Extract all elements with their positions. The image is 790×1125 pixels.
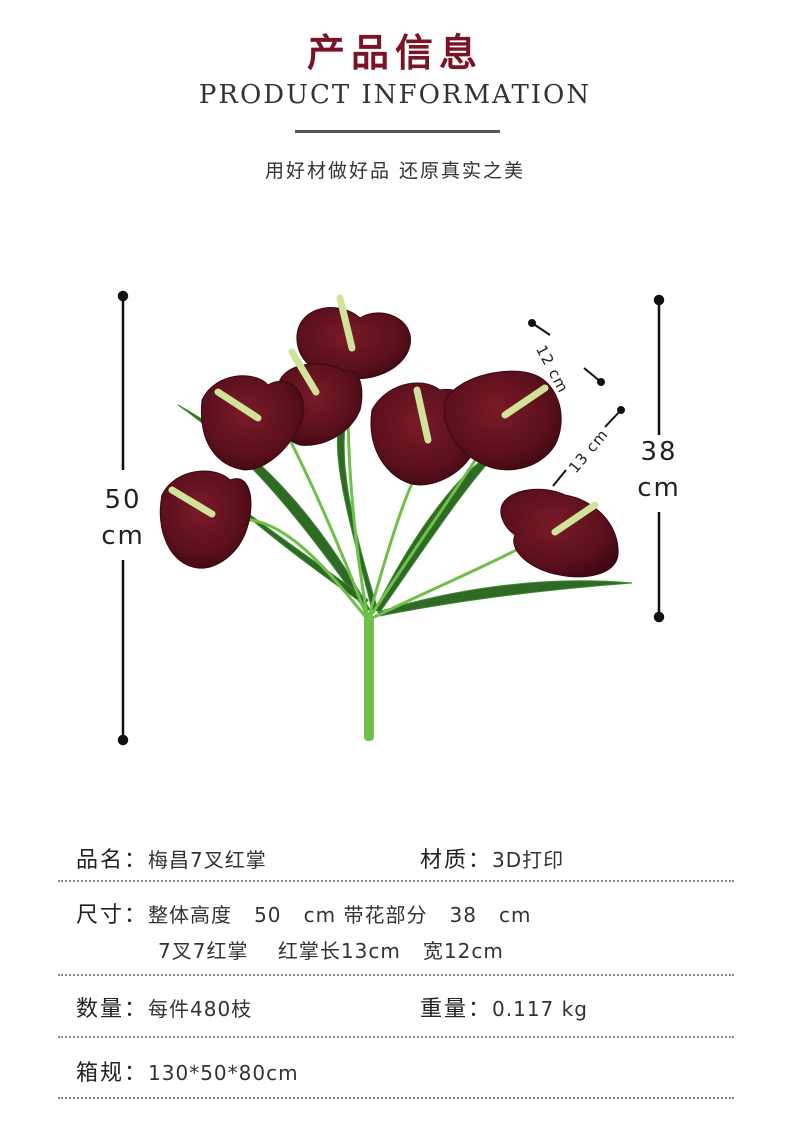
spec-size-line1: 整体高度 50 cm 带花部分 38 cm (148, 903, 532, 927)
flower-height-unit: cm (637, 473, 681, 503)
total-height-value: 50 (104, 485, 142, 515)
main-stem (364, 615, 374, 741)
divider (58, 1036, 734, 1038)
height-measure-line (117, 290, 129, 746)
spec-size: 尺寸：整体高度 50 cm 带花部分 38 cm (76, 897, 532, 929)
spec-name-label: 品名： (76, 848, 149, 873)
spec-weight-value: 0.117 kg (492, 997, 588, 1021)
flower-height-value: 38 (640, 437, 678, 467)
spec-quantity: 数量：每件480枝 (76, 991, 252, 1023)
spec-weight-label: 重量： (420, 997, 493, 1022)
width-measure-line (528, 319, 605, 386)
spec-material-value: 3D打印 (492, 848, 565, 872)
page-title-cn: 产品信息 (306, 31, 483, 75)
product-image (117, 290, 665, 746)
spec-quantity-label: 数量： (76, 997, 149, 1022)
total-height-label: 50 cm (90, 482, 156, 554)
spec-size-label: 尺寸： (76, 903, 149, 928)
spec-size-second-line: 7叉7红掌 红掌长13cm 宽12cm (158, 935, 504, 964)
flower-height-measure-line (653, 294, 665, 623)
divider (58, 1097, 734, 1099)
slogan: 用好材做好品 还原真实之美 (264, 160, 526, 182)
spec-box-value: 130*50*80cm (148, 1061, 299, 1085)
title-divider (295, 130, 500, 133)
page-title-en: PRODUCT INFORMATION (198, 80, 592, 110)
spec-size-line2: 7叉7红掌 红掌长13cm 宽12cm (158, 939, 504, 963)
spadix (168, 294, 599, 536)
divider (58, 974, 734, 976)
spec-box: 箱规：130*50*80cm (76, 1055, 299, 1087)
spec-material: 材质：3D打印 (420, 842, 564, 874)
spec-name: 品名：梅昌7叉红掌 (76, 842, 267, 874)
spec-weight: 重量：0.117 kg (420, 991, 588, 1023)
divider (58, 880, 734, 882)
total-height-unit: cm (101, 521, 145, 551)
spec-quantity-value: 每件480枝 (148, 997, 253, 1021)
flower-height-label: 38 cm (626, 434, 692, 506)
spec-name-value: 梅昌7叉红掌 (148, 848, 267, 872)
spec-box-label: 箱规： (76, 1061, 149, 1086)
spec-material-label: 材质： (420, 848, 493, 873)
